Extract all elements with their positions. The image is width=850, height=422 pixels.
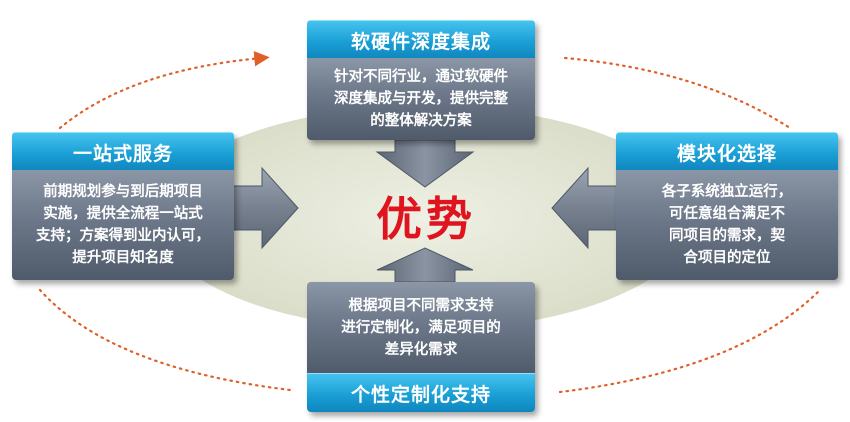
orbit-arc-bottom-right [558, 288, 822, 394]
arrow-right-from-left [231, 166, 299, 250]
background-ellipse [157, 106, 693, 330]
card-right-body: 各子系统独立运行， 可任意组合满足不 同项目的需求，契 合项目的定位 [616, 170, 838, 280]
card-left-body: 前期规划参与到后期项目 实施，提供全流程一站式 支持；方案得到业内认可， 提升项… [12, 170, 234, 280]
card-right-line-2: 可任意组合满足不 [669, 206, 785, 222]
card-left-line-4: 提升项目知名度 [72, 250, 174, 266]
card-bottom-title: 个性定制化支持 [307, 373, 535, 412]
card-left-line-1: 前期规划参与到后期项目 [43, 184, 203, 200]
card-top: 软硬件深度集成 针对不同行业，通过软硬件 深度集成与开发，提供完整 的整体解决方… [307, 20, 535, 140]
card-top-line-3: 的整体解决方案 [370, 113, 472, 129]
arrow-down-from-top [375, 139, 475, 188]
orbit-arc-top-right [563, 56, 792, 130]
card-top-line-1: 针对不同行业，通过软硬件 [334, 69, 508, 85]
arrow-up-from-bottom [376, 247, 474, 283]
card-right-title: 模块化选择 [616, 132, 838, 171]
card-right-line-1: 各子系统独立运行， [661, 184, 793, 200]
card-right: 模块化选择 各子系统独立运行， 可任意组合满足不 同项目的需求，契 合项目的定位 [616, 132, 838, 280]
card-top-body: 针对不同行业，通过软硬件 深度集成与开发，提供完整 的整体解决方案 [307, 58, 535, 140]
card-bottom-line-3: 差异化需求 [384, 342, 458, 358]
card-right-line-3: 同项目的需求，契 [669, 228, 785, 244]
arrow-left-from-right [551, 166, 619, 250]
orbit-arc-bottom-left [38, 288, 292, 392]
card-left: 一站式服务 前期规划参与到后期项目 实施，提供全流程一站式 支持；方案得到业内认… [12, 132, 234, 280]
orbit-arc-top-left [58, 51, 270, 130]
card-top-line-2: 深度集成与开发，提供完整 [334, 91, 508, 107]
center-advantage-label: 优势 [376, 192, 476, 246]
card-right-line-4: 合项目的定位 [683, 250, 771, 266]
card-bottom-body: 根据项目不同需求支持 进行定制化，满足项目的 差异化需求 [307, 282, 535, 374]
card-left-title: 一站式服务 [12, 132, 234, 171]
card-left-line-3: 支持；方案得到业内认可， [36, 228, 210, 244]
card-bottom-line-2: 进行定制化，满足项目的 [341, 320, 501, 336]
card-bottom: 根据项目不同需求支持 进行定制化，满足项目的 差异化需求 个性定制化支持 [307, 282, 535, 412]
card-top-title: 软硬件深度集成 [307, 20, 535, 59]
card-bottom-line-1: 根据项目不同需求支持 [348, 298, 494, 314]
card-left-line-2: 实施，提供全流程一站式 [43, 206, 203, 222]
